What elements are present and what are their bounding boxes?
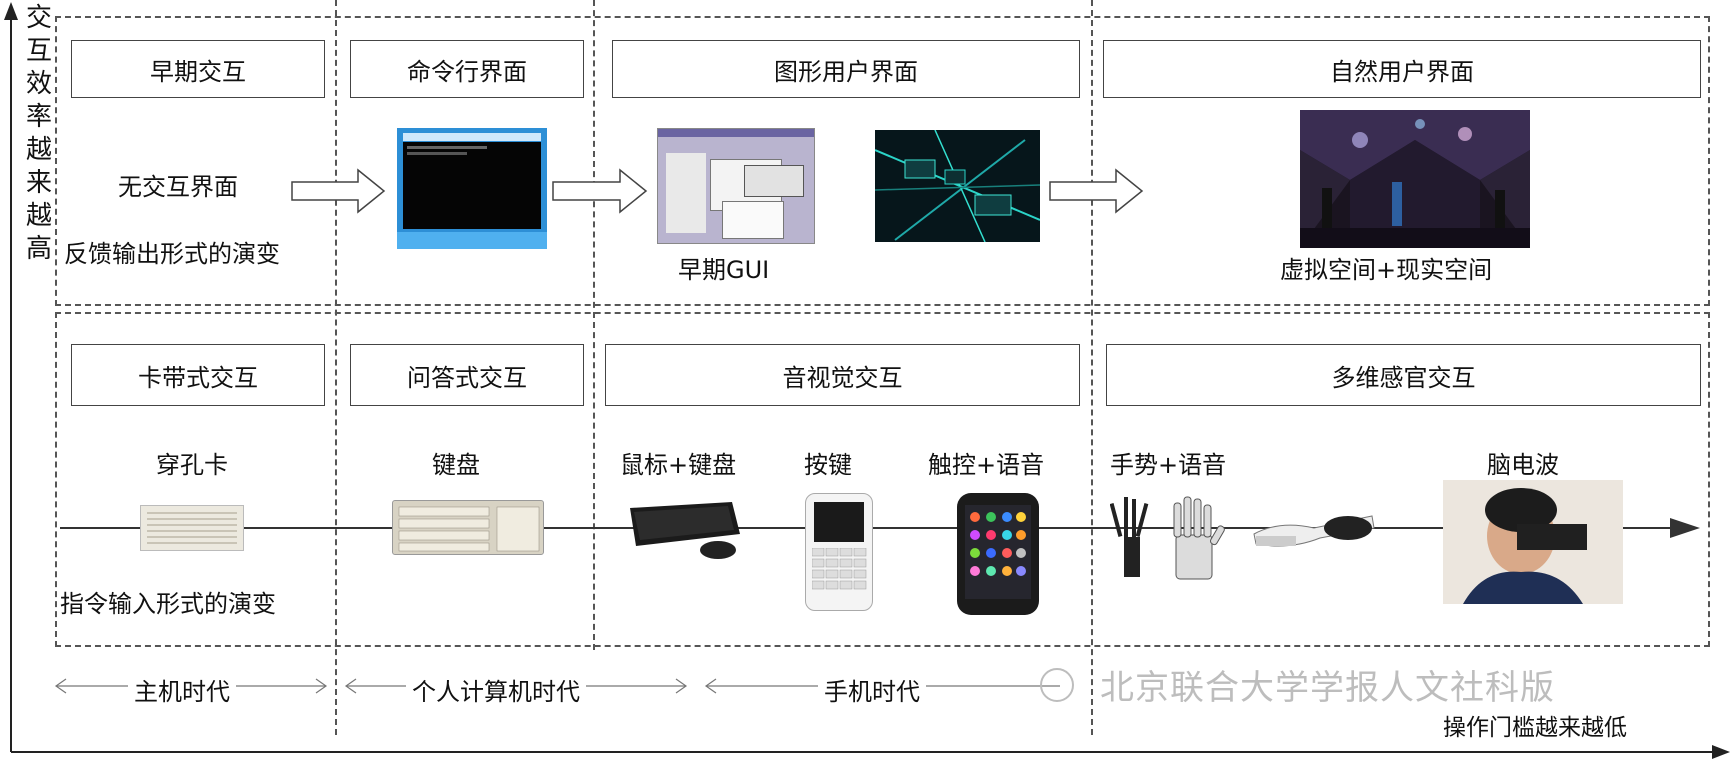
natural-ui-caption: 虚拟空间+现实空间 [1280, 256, 1493, 284]
arrow-right-icon [1049, 168, 1144, 214]
header-gui: 图形用户界面 [612, 40, 1080, 98]
y-axis-label: 交互效率越来越高 [25, 3, 52, 264]
header-card-interaction: 卡带式交互 [71, 344, 325, 406]
era-mainframe: 主机时代 [128, 672, 236, 707]
era-divider-3 [1091, 0, 1093, 735]
mouse-keyboard-image [622, 500, 750, 560]
device-gesture-voice-label: 手势+语音 [1110, 451, 1227, 479]
era-divider-1 [335, 0, 337, 735]
device-punch-card-label: 穿孔卡 [156, 451, 228, 479]
header-qa-interaction: 问答式交互 [350, 344, 584, 406]
wechat-icon [1040, 668, 1074, 702]
device-keyboard-label: 键盘 [432, 451, 480, 479]
arrow-right-icon [291, 168, 386, 214]
no-interface-label: 无交互界面 [118, 173, 238, 201]
era-personal-computer: 个人计算机时代 [406, 672, 586, 707]
3d-gui-screenshot [875, 130, 1040, 242]
header-natural-ui: 自然用户界面 [1103, 40, 1701, 98]
header-early-interaction: 早期交互 [71, 40, 325, 98]
feedback-evolution-label: 反馈输出形式的演变 [64, 240, 280, 268]
early-gui-caption: 早期GUI [678, 256, 770, 284]
data-gloves-image [1110, 495, 1232, 585]
touch-phone-image [957, 493, 1039, 615]
arrow-right-icon [552, 168, 648, 214]
x-axis-label: 操作门槛越来越低 [1443, 715, 1627, 741]
input-evolution-label: 指令输入形式的演变 [60, 590, 276, 618]
punch-card-image [140, 505, 244, 551]
header-multisensory-interaction: 多维感官交互 [1106, 344, 1701, 406]
header-audiovisual-interaction: 音视觉交互 [605, 344, 1080, 406]
smart-glasses-image [1250, 506, 1378, 566]
brainwave-headset-image [1443, 480, 1623, 604]
era-divider-2 [593, 0, 595, 650]
device-touch-voice-label: 触控+语音 [928, 451, 1045, 479]
natural-ui-screenshot [1300, 110, 1530, 248]
bottom-row-frame [55, 312, 1710, 647]
arrow-head-icon [1670, 518, 1700, 538]
early-gui-screenshot [657, 128, 815, 244]
keypad-phone-image [805, 493, 873, 611]
command-line-screenshot [397, 128, 547, 249]
watermark-text: 北京联合大学学报人文社科版 [1100, 668, 1555, 708]
era-mobile: 手机时代 [818, 672, 926, 707]
device-mouse-keyboard-label: 鼠标+键盘 [620, 451, 737, 479]
top-row-frame [55, 16, 1710, 306]
device-brainwave-label: 脑电波 [1487, 451, 1559, 479]
header-command-line: 命令行界面 [350, 40, 584, 98]
device-keypad-label: 按键 [804, 451, 852, 479]
keyboard-image [392, 500, 544, 555]
